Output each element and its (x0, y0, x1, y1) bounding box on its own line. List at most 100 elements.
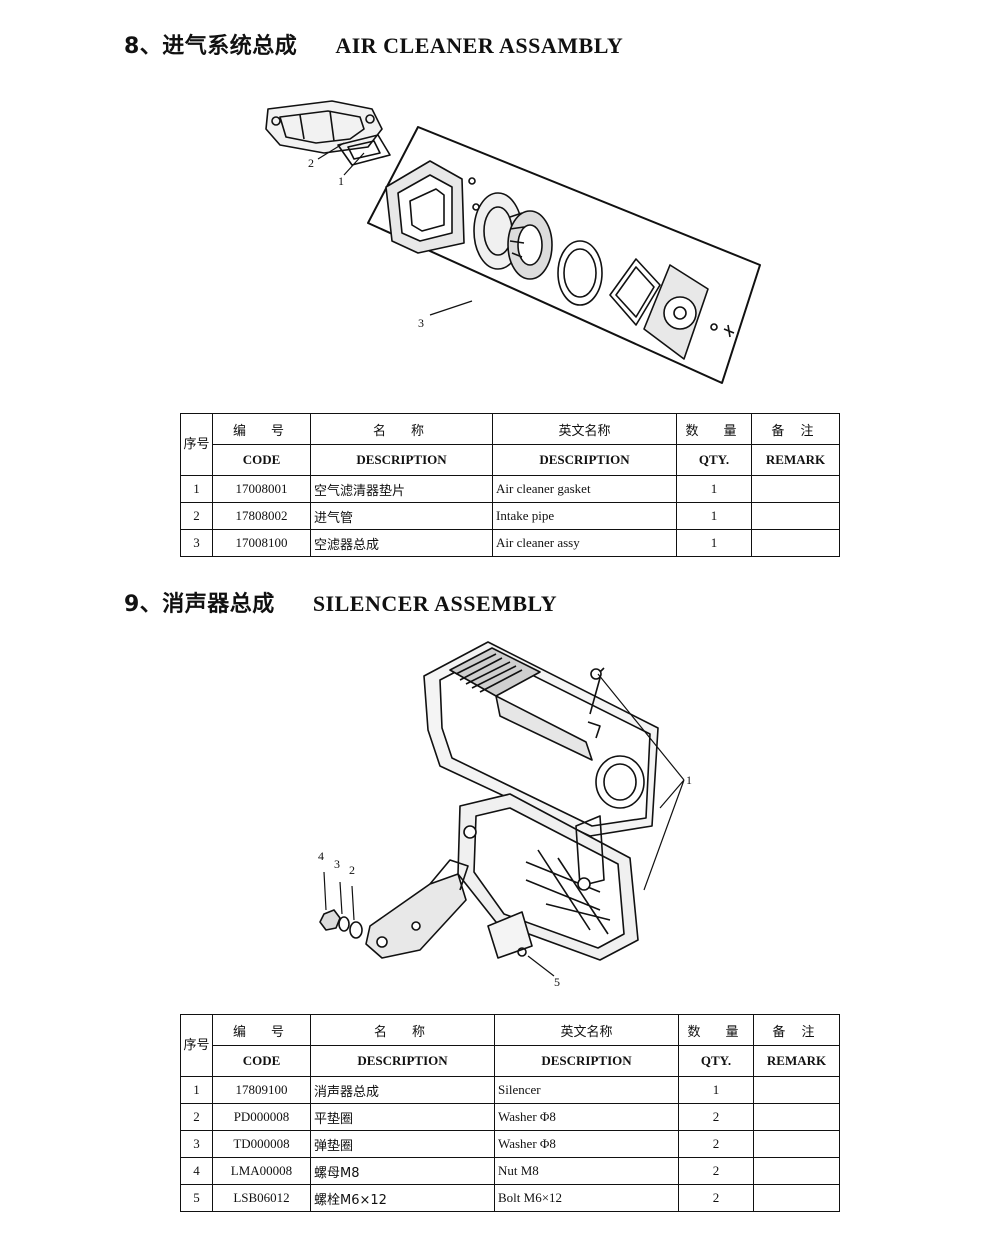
table-header-en: CODE DESCRIPTION DESCRIPTION QTY. REMARK (181, 1045, 840, 1077)
row-remark (751, 475, 840, 503)
table-row: 2 PD000008 平垫圈 Washer Φ8 2 (180, 1103, 840, 1131)
header-name-cn: 名 称 (310, 1014, 495, 1046)
silencer-parts-table: 序号 编 号 名 称 英文名称 数 量 备 注 CODE DESCRIPTION… (180, 1014, 840, 1212)
header-code: CODE (212, 444, 311, 476)
cover-drawing (643, 264, 735, 360)
section-8-title-cn: 8、进气系统总成 (124, 34, 298, 59)
row-name-en: Air cleaner gasket (492, 475, 677, 503)
row-code: 17008001 (212, 475, 311, 503)
row-name-en: Nut M8 (494, 1157, 679, 1185)
row-name-en: Washer Φ8 (494, 1103, 679, 1131)
section-9-title: 9、消声器总成 SILENCER ASSEMBLY (124, 586, 557, 618)
row-no: 1 (180, 1076, 213, 1104)
header-description-en: DESCRIPTION (494, 1045, 679, 1077)
header-code: CODE (212, 1045, 311, 1077)
row-code: 17008100 (212, 529, 311, 557)
row-name-cn: 空滤器总成 (310, 529, 493, 557)
row-code: LSB06012 (212, 1184, 311, 1212)
header-name-cn: 名 称 (310, 413, 493, 445)
housing-drawing (385, 160, 465, 254)
row-remark (753, 1157, 840, 1185)
row-qty: 1 (678, 1076, 754, 1104)
muffler-body-drawing (457, 793, 639, 961)
gasket-drawing (337, 134, 391, 166)
exhaust-flange-drawing (365, 859, 469, 959)
row-qty: 1 (676, 502, 752, 530)
row-name-cn: 螺栓M6×12 (310, 1184, 495, 1212)
table-row: 2 17808002 进气管 Intake pipe 1 (180, 502, 840, 530)
air-cleaner-parts-table: 序号 编 号 名 称 英文名称 数 量 备 注 CODE DESCRIPTION… (180, 413, 840, 557)
row-name-cn: 消声器总成 (310, 1076, 495, 1104)
row-no: 5 (180, 1184, 213, 1212)
air-cleaner-exploded-diagram: 2 1 3 (265, 100, 761, 384)
fastener-drawing (319, 909, 363, 939)
row-qty: 2 (678, 1103, 754, 1131)
header-name-en-cn: 英文名称 (492, 413, 677, 445)
row-no: 3 (180, 1130, 213, 1158)
callout-4: 4 (318, 849, 324, 863)
row-remark (753, 1076, 840, 1104)
row-no: 2 (180, 502, 213, 530)
table-row: 3 TD000008 弹垫圈 Washer Φ8 2 (180, 1130, 840, 1158)
section-9-title-en: SILENCER ASSEMBLY (312, 591, 558, 616)
assembly-boundary (367, 126, 761, 384)
intake-pipe-drawing (265, 100, 383, 154)
row-no: 2 (180, 1103, 213, 1131)
header-description: DESCRIPTION (310, 444, 493, 476)
header-seq: 序号 (180, 1014, 213, 1077)
header-code-cn: 编 号 (212, 1014, 311, 1046)
header-qty: QTY. (678, 1045, 754, 1077)
table-row: 1 17008001 空气滤清器垫片 Air cleaner gasket 1 (180, 475, 840, 503)
callout-1: 1 (338, 174, 344, 188)
row-remark (751, 502, 840, 530)
row-qty: 2 (678, 1130, 754, 1158)
callout-2: 2 (349, 863, 355, 877)
section-8-title: 8、进气系统总成 AIR CLEANER ASSAMBLY (124, 28, 623, 60)
callout-3: 3 (334, 857, 340, 871)
row-code: LMA00008 (212, 1157, 311, 1185)
row-code: 17809100 (212, 1076, 311, 1104)
header-remark-cn: 备 注 (751, 413, 840, 445)
callout-1: 1 (686, 773, 692, 787)
header-description-en: DESCRIPTION (492, 444, 677, 476)
bracket-drawing (487, 911, 533, 959)
header-seq: 序号 (180, 413, 213, 476)
row-name-cn: 进气管 (310, 502, 493, 530)
table-row: 5 LSB06012 螺栓M6×12 Bolt M6×12 2 (180, 1184, 840, 1212)
row-remark (751, 529, 840, 557)
table-header-cn: 序号 编 号 名 称 英文名称 数 量 备 注 (180, 413, 840, 476)
row-name-en: Silencer (494, 1076, 679, 1104)
row-code: PD000008 (212, 1103, 311, 1131)
row-remark (753, 1103, 840, 1131)
header-qty: QTY. (676, 444, 752, 476)
row-qty: 1 (676, 475, 752, 503)
section-9-title-cn: 9、消声器总成 (124, 592, 275, 617)
section-8-title-en: AIR CLEANER ASSAMBLY (335, 33, 624, 58)
table-header-en: CODE DESCRIPTION DESCRIPTION QTY. REMARK (181, 444, 840, 476)
row-name-en: Air cleaner assy (492, 529, 677, 557)
row-name-cn: 螺母M8 (310, 1157, 495, 1185)
header-description: DESCRIPTION (310, 1045, 495, 1077)
row-name-cn: 弹垫圈 (310, 1130, 495, 1158)
table-row: 4 LMA00008 螺母M8 Nut M8 2 (180, 1157, 840, 1185)
row-remark (753, 1130, 840, 1158)
row-qty: 2 (678, 1184, 754, 1212)
row-name-cn: 空气滤清器垫片 (310, 475, 493, 503)
table-header-cn: 序号 编 号 名 称 英文名称 数 量 备 注 (180, 1014, 840, 1077)
row-name-en: Intake pipe (492, 502, 677, 530)
table-row: 1 17809100 消声器总成 Silencer 1 (180, 1076, 840, 1104)
row-name-en: Bolt M6×12 (494, 1184, 679, 1212)
header-remark: REMARK (751, 444, 840, 476)
row-no: 4 (180, 1157, 213, 1185)
callout-3: 3 (418, 316, 424, 330)
row-name-cn: 平垫圈 (310, 1103, 495, 1131)
row-remark (753, 1184, 840, 1212)
row-no: 3 (180, 529, 213, 557)
header-remark: REMARK (753, 1045, 840, 1077)
callout-5: 5 (554, 975, 560, 989)
row-code: 17808002 (212, 502, 311, 530)
header-name-en-cn: 英文名称 (494, 1014, 679, 1046)
header-code-cn: 编 号 (212, 413, 311, 445)
row-qty: 1 (676, 529, 752, 557)
header-remark-cn: 备 注 (753, 1014, 840, 1046)
